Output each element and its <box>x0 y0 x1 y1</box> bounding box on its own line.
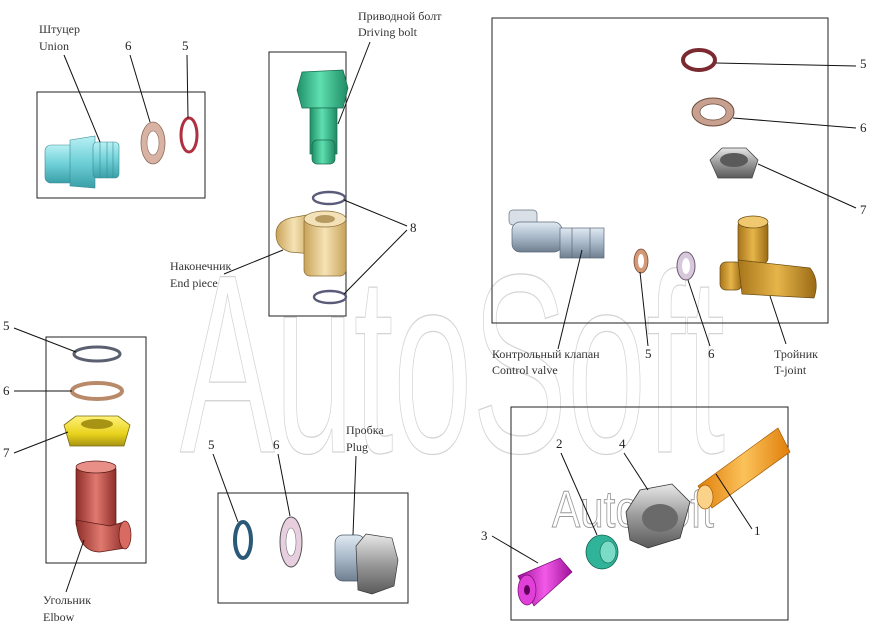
callout-plug-5: 5 <box>208 437 215 452</box>
callout-hose-1: 1 <box>754 523 761 538</box>
valve-seal-ring-5 <box>681 48 717 72</box>
tjoint-part <box>719 215 817 299</box>
callout-hose-3: 3 <box>481 528 488 543</box>
bolt-seal-upper <box>311 190 347 206</box>
callout-union-5: 5 <box>182 38 189 53</box>
callout-hose-4: 4 <box>619 436 626 451</box>
callout-elbow-5: 5 <box>3 318 10 333</box>
elbow-copper-washer-6 <box>70 381 124 401</box>
elbow-seal-5 <box>72 345 122 363</box>
union-seal-ring <box>179 116 199 154</box>
callout-elbow-6: 6 <box>3 383 10 398</box>
callout-valve-5b: 5 <box>645 346 652 361</box>
label-union-en: Union <box>39 39 69 53</box>
plug-washer-6 <box>279 516 303 568</box>
callout-bolt-8: 8 <box>410 220 417 235</box>
label-endpiece-ru: Наконечник <box>170 259 232 273</box>
hose-nut-4 <box>625 483 691 549</box>
valve-copper-washer-6 <box>691 97 735 127</box>
callout-plug-6: 6 <box>273 437 280 452</box>
valve-copper-washer-5b <box>633 248 649 274</box>
callout-elbow-7: 7 <box>3 445 10 460</box>
label-control-ru: Контрольный клапан <box>492 347 600 361</box>
union-copper-washer <box>140 121 166 165</box>
label-union-ru: Штуцер <box>39 22 80 36</box>
callout-union-6: 6 <box>125 38 132 53</box>
callout-valve-7: 7 <box>860 202 867 217</box>
control-valve-part <box>508 209 605 259</box>
union-part <box>44 135 120 189</box>
label-plug-ru: Пробка <box>346 423 384 437</box>
label-tjoint-en: T-joint <box>774 363 807 377</box>
label-control-en: Control valve <box>492 363 558 377</box>
label-bolt-ru: Приводной болт <box>358 9 442 23</box>
hose-insert-3 <box>517 557 573 607</box>
elbow-part <box>75 460 132 553</box>
elbow-group-frame <box>45 336 147 564</box>
bolt-group-frame <box>268 51 347 317</box>
watermark-large: AutoSoft <box>180 222 725 507</box>
end-piece-part <box>275 210 347 277</box>
label-bolt-en: Driving bolt <box>358 25 418 39</box>
callout-valve-6b: 6 <box>708 346 715 361</box>
callout-hose-2: 2 <box>556 436 563 451</box>
hose-group-frame <box>510 406 789 621</box>
driving-bolt-part <box>296 69 349 165</box>
label-tjoint-ru: Тройник <box>774 347 818 361</box>
valve-seal-6b <box>676 251 696 281</box>
elbow-nut-7 <box>63 415 131 447</box>
union-group-frame <box>36 91 206 199</box>
valve-group-frame <box>491 17 829 324</box>
valve-nut-7 <box>709 147 759 179</box>
plug-group-frame <box>217 492 409 604</box>
label-plug-en: Plug <box>346 440 368 454</box>
callout-valve-6a: 6 <box>860 120 867 135</box>
callout-valve-5a: 5 <box>860 56 867 71</box>
label-elbow-en: Elbow <box>43 610 75 624</box>
hose-ring-2 <box>585 534 619 570</box>
bolt-seal-lower <box>312 289 348 305</box>
hose-part <box>696 427 791 510</box>
label-endpiece-en: End piece <box>170 276 218 290</box>
label-elbow-ru: Угольник <box>43 593 91 607</box>
plug-seal-5 <box>233 520 253 560</box>
plug-part <box>334 533 399 595</box>
